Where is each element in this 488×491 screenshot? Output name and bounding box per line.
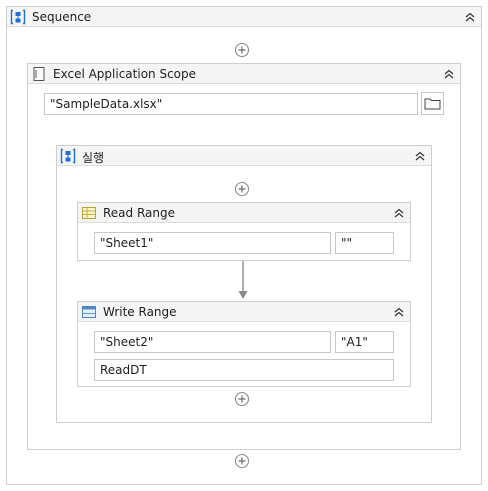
sequence-title: Sequence <box>32 10 92 24</box>
sequence-header[interactable]: Sequence <box>7 7 481 27</box>
write-datatable-field[interactable]: ReadDT <box>94 359 394 381</box>
excel-scope-header[interactable]: Excel Application Scope <box>28 64 460 84</box>
do-block-header[interactable]: 실행 <box>57 146 431 166</box>
browse-button[interactable] <box>421 92 444 115</box>
add-activity-icon[interactable] <box>234 181 250 197</box>
read-range-header[interactable]: Read Range <box>78 203 410 223</box>
write-start-cell-field[interactable]: "A1" <box>335 331 394 353</box>
write-range-icon <box>82 306 96 318</box>
do-block-icon <box>60 148 76 164</box>
arrow-down-icon <box>238 261 248 299</box>
add-activity-icon[interactable] <box>234 391 250 407</box>
write-sheet-field[interactable]: "Sheet2" <box>94 331 331 353</box>
read-range-activity[interactable]: Read Range "Sheet1" "" <box>77 202 411 261</box>
collapse-chevron-icon[interactable] <box>391 205 407 221</box>
add-activity-icon[interactable] <box>234 453 250 469</box>
folder-icon <box>424 98 441 110</box>
write-range-activity[interactable]: Write Range "Sheet2" "A1" ReadDT <box>77 301 411 387</box>
read-range-icon <box>82 207 96 219</box>
excel-scope-icon <box>33 67 45 81</box>
read-range-title: Read Range <box>103 206 175 220</box>
sequence-icon <box>10 9 26 25</box>
add-activity-icon[interactable] <box>234 42 250 58</box>
do-block-title: 실행 <box>82 151 105 165</box>
excel-scope-title: Excel Application Scope <box>53 67 197 81</box>
collapse-chevron-icon[interactable] <box>412 148 428 164</box>
write-range-title: Write Range <box>103 305 177 319</box>
collapse-chevron-icon[interactable] <box>391 304 407 320</box>
collapse-chevron-icon[interactable] <box>462 9 478 25</box>
read-range-field[interactable]: "" <box>335 232 394 254</box>
write-range-header[interactable]: Write Range <box>78 302 410 322</box>
collapse-chevron-icon[interactable] <box>441 66 457 82</box>
read-sheet-field[interactable]: "Sheet1" <box>94 232 331 254</box>
workbook-path-field[interactable]: "SampleData.xlsx" <box>44 93 418 115</box>
